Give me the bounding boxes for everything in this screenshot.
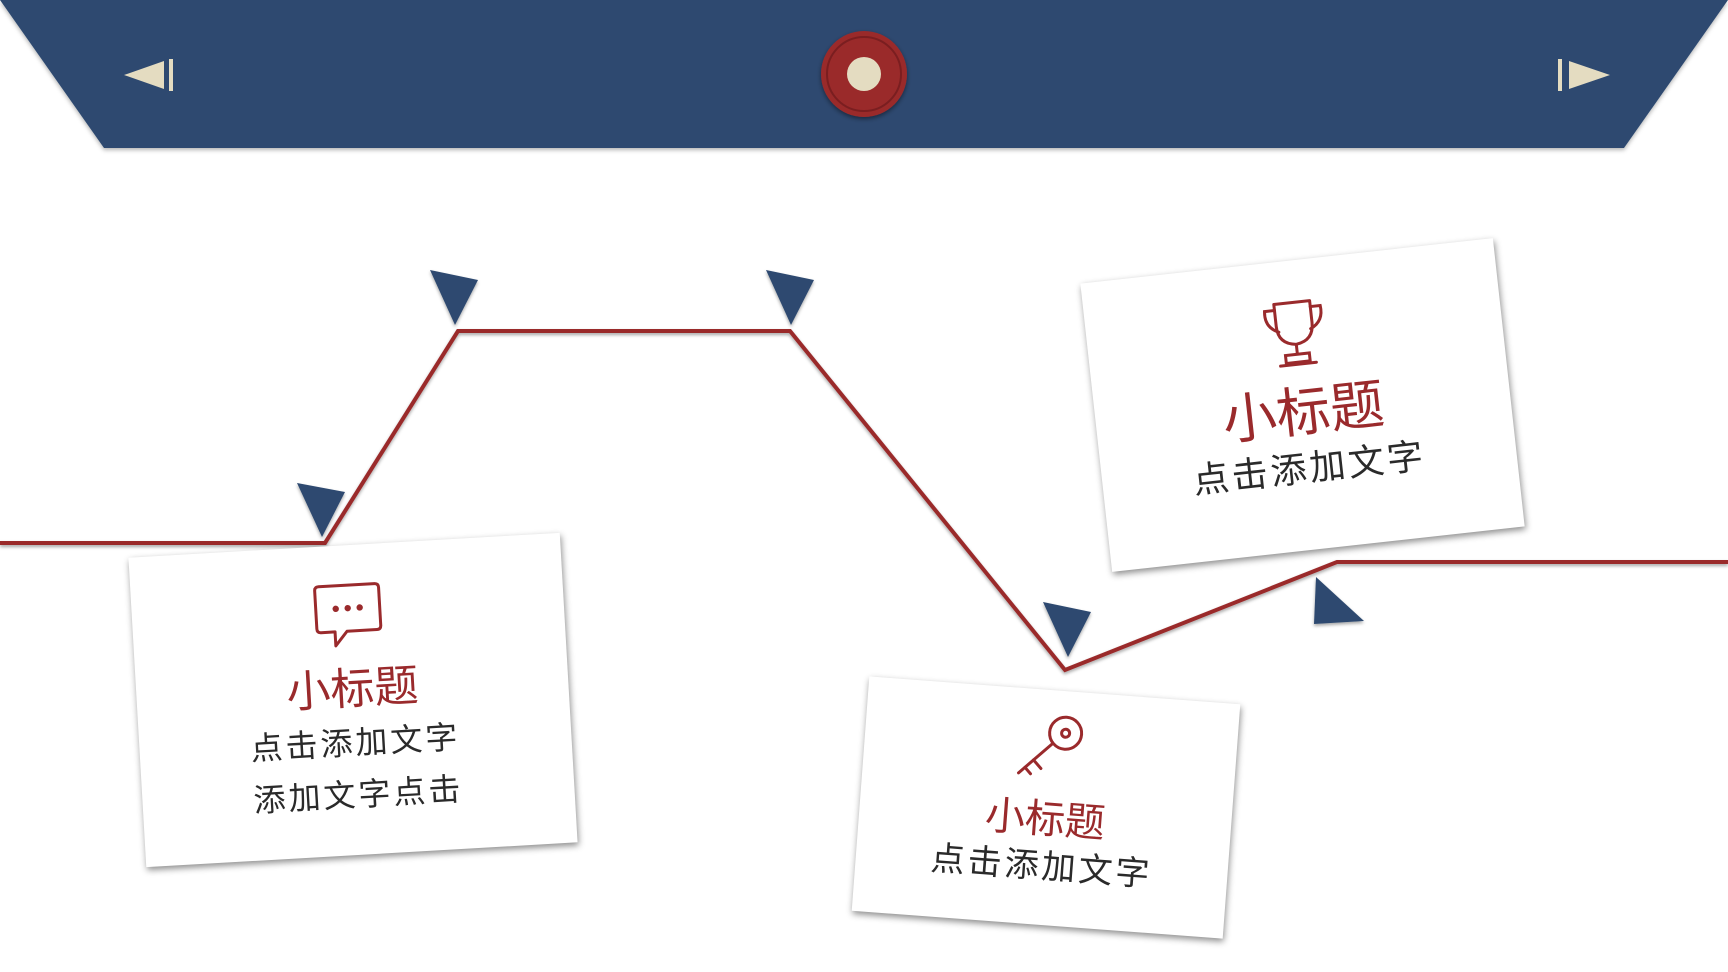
- info-card-2[interactable]: 小标题 点击添加文字: [1080, 238, 1525, 572]
- timeline-marker: [297, 483, 345, 537]
- timeline-marker: [1314, 577, 1364, 624]
- trophy-icon: [1262, 299, 1322, 368]
- skip-back-icon[interactable]: [124, 59, 173, 91]
- chat-bubble-icon: [313, 582, 383, 648]
- info-card-3[interactable]: 小标题 点击添加文字: [851, 676, 1241, 939]
- timeline-marker: [430, 270, 478, 325]
- timeline-marker: [766, 270, 814, 325]
- info-card-1[interactable]: 小标题 点击添加文字 添加文字点击: [128, 532, 578, 868]
- header-banner: [0, 0, 1728, 148]
- circle-badge-icon: [821, 31, 907, 117]
- skip-forward-icon[interactable]: [1558, 59, 1610, 91]
- key-icon: [1017, 715, 1084, 776]
- timeline-marker: [1043, 602, 1091, 657]
